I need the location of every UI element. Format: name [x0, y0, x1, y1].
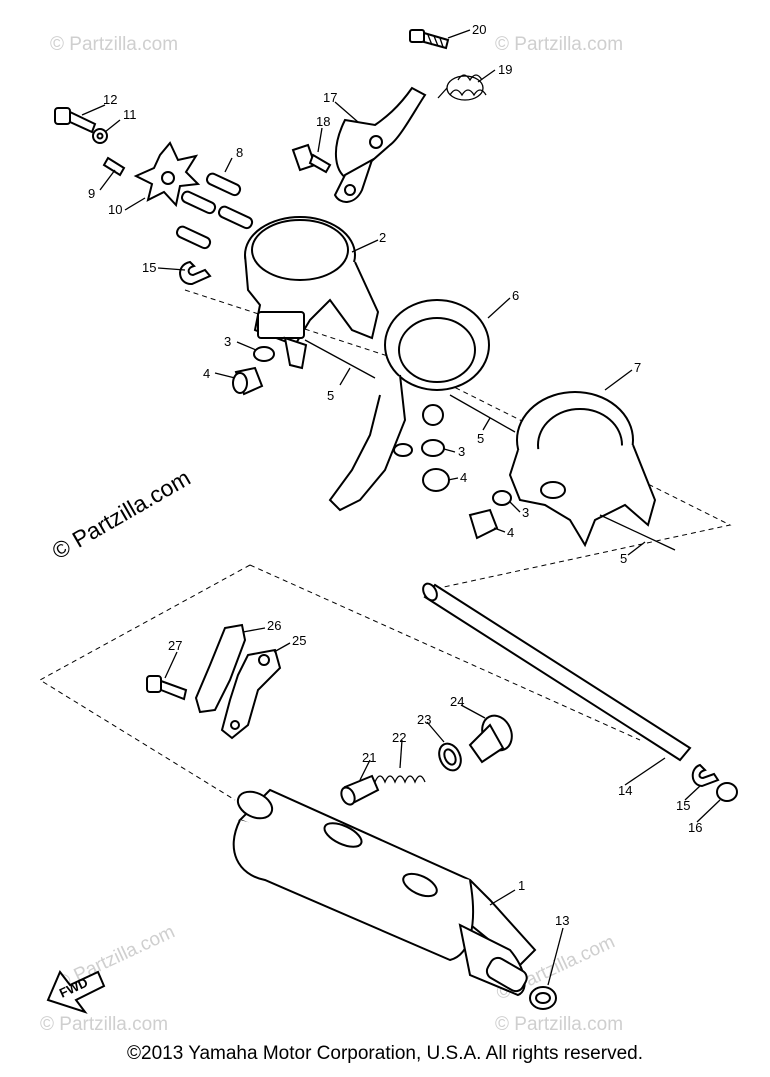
part-15-clip: [691, 763, 720, 788]
part-13-cap: [529, 986, 557, 1010]
part-8-pins: [175, 172, 254, 250]
watermark: © Partzilla.com: [495, 34, 623, 55]
watermark: © Partzilla.com: [495, 1014, 623, 1035]
part-14-shaft: [422, 582, 692, 762]
part-3-roller: [492, 490, 512, 506]
callout-8: 8: [236, 145, 243, 160]
part-5-rod: [304, 339, 376, 379]
callout-5: 5: [477, 431, 484, 446]
callout-16: 16: [688, 820, 702, 835]
callout-3: 3: [522, 505, 529, 520]
part-19-spring: [437, 74, 487, 101]
callout-19: 19: [498, 62, 512, 77]
callout-12: 12: [103, 92, 117, 107]
part-21-detent: [340, 774, 380, 806]
part-18-bolt: [291, 143, 332, 174]
part-5-rod: [449, 394, 516, 433]
part-2-shift-fork: [244, 216, 380, 370]
part-12-bolt: [54, 107, 97, 134]
callout-5: 5: [620, 551, 627, 566]
callout-11: 11: [123, 107, 137, 122]
part-27-bolt: [146, 675, 188, 701]
callout-1: 1: [518, 878, 525, 893]
part-7-shift-fork: [508, 391, 657, 548]
watermark: © Partzilla.com: [50, 34, 178, 55]
part-22-spring: [374, 775, 426, 784]
callout-22: 22: [392, 730, 406, 745]
callout-10: 10: [108, 202, 122, 217]
leader-lines: [81, 29, 721, 986]
callout-14: 14: [618, 783, 632, 798]
callout-20: 20: [472, 22, 486, 37]
watermark: © Partzilla.com: [40, 1014, 168, 1035]
part-17-arm: [333, 86, 427, 203]
part-1-shift-drum: [232, 788, 537, 997]
part-3-roller: [253, 346, 275, 362]
part-25-stopper: [220, 648, 282, 740]
part-16-plug: [716, 782, 738, 802]
part-4-pin: [422, 468, 450, 492]
part-23-washer: [438, 742, 462, 772]
part-11-washer: [92, 128, 108, 144]
part-9-pin: [102, 156, 126, 177]
callout-3: 3: [458, 444, 465, 459]
part-10-star-plate: [133, 141, 201, 208]
parts-diagram: © Partzilla.com © Partzilla.com © Partzi…: [39, 22, 738, 1035]
part-20-bolt: [409, 29, 450, 50]
callout-21: 21: [362, 750, 376, 765]
part-26-plate: [194, 623, 247, 714]
callout-3: 3: [224, 334, 231, 349]
callout-4: 4: [507, 525, 514, 540]
callout-4: 4: [203, 366, 210, 381]
callout-26: 26: [267, 618, 281, 633]
callout-4: 4: [460, 470, 467, 485]
callout-2: 2: [379, 230, 386, 245]
assembly-outline-upper: [184, 289, 732, 591]
callout-15: 15: [676, 798, 690, 813]
callout-17: 17: [323, 90, 337, 105]
callout-23: 23: [417, 712, 431, 727]
callout-5: 5: [327, 388, 334, 403]
part-3-roller: [421, 439, 445, 457]
callout-6: 6: [512, 288, 519, 303]
part-6-shift-fork: [328, 299, 490, 512]
part-15-clip: [179, 260, 212, 286]
callout-15: 15: [142, 260, 156, 275]
part-24-plug-bolt: [468, 714, 513, 764]
callout-7: 7: [634, 360, 641, 375]
callout-24: 24: [450, 694, 464, 709]
fwd-arrow-icon: FWD: [46, 970, 106, 1014]
copyright-notice: ©2013 Yamaha Motor Corporation, U.S.A. A…: [127, 1043, 643, 1064]
callout-18: 18: [316, 114, 330, 129]
callout-9: 9: [88, 186, 95, 201]
watermark-main: © Partzilla.com: [48, 464, 195, 564]
part-4-pin: [232, 366, 264, 396]
part-4-pin: [468, 508, 499, 540]
callout-13: 13: [555, 913, 569, 928]
callout-25: 25: [292, 633, 306, 648]
part-5-rod: [599, 514, 676, 551]
callout-27: 27: [168, 638, 182, 653]
